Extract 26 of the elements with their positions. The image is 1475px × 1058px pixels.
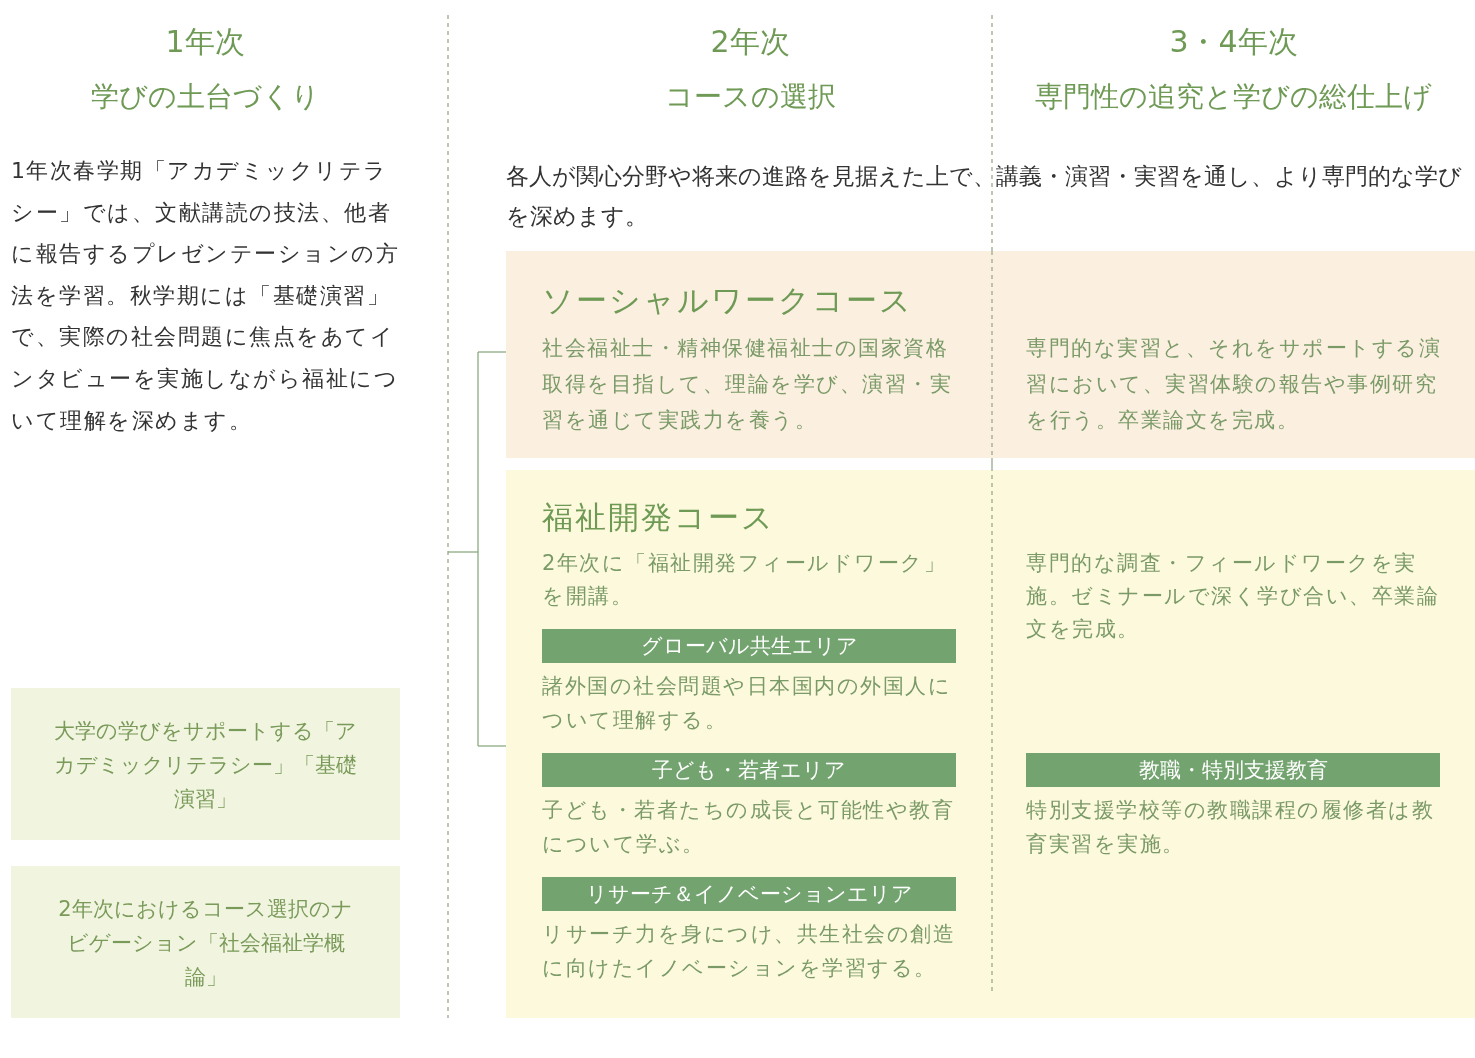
course-title: ソーシャルワークコース xyxy=(542,281,913,320)
course-description: 専門的な実習と、それをサポートする演習において、実習体験の報告や事例研究を行う。卒業論文を完成。 xyxy=(1026,335,1442,434)
subject-box: 大学の学びをサポートする「アカデミックリテラシー」「基礎演習」 xyxy=(11,688,400,840)
area-bar: リサーチ＆イノベーションエリア xyxy=(542,877,956,911)
column-year: 2年次 xyxy=(709,23,791,61)
area-description: リサーチ力を身につけ、共生社会の創造に向けたイノベーションを学習する。 xyxy=(542,921,956,982)
area-bar: 教職・特別支援教育 xyxy=(1026,753,1440,787)
area-bar: 子ども・若者エリア xyxy=(542,753,956,787)
area-bar: グローバル共生エリア xyxy=(542,629,956,663)
course-description: 社会福祉士・精神保健福祉士の国家資格取得を目指して、理論を学び、演習・実習を通じて実践力を養う。 xyxy=(542,335,953,434)
column-heading: 専門性の追究と学びの総仕上げ xyxy=(1034,79,1433,115)
description-text: 1年次春学期「アカデミックリテラシー」では、文献講読の技法、他者に報告するプレゼンテーションの方法を学習。秋学期には「基礎演習」で、実際の社会問題に焦点をあてインタビューを実施しながら福祉について理解を深めます。 xyxy=(11,157,400,435)
area-description: 特別支援学校等の教職課程の履修者は教育実習を実施。 xyxy=(1026,797,1435,858)
subject-box: 2年次におけるコース選択のナビゲーション「社会福祉学概論」 xyxy=(11,866,400,1018)
column-heading: コースの選択 xyxy=(663,79,837,115)
course-panel xyxy=(506,251,1475,458)
course-description: 専門的な調査・フィールドワークを実施。ゼミナールで深く学び合い、卒業論文を完成。 xyxy=(1026,550,1440,643)
course-title: 福祉開発コース xyxy=(542,498,775,537)
area-description: 諸外国の社会問題や日本国内の外国人について理解する。 xyxy=(542,673,952,734)
area-description: 子ども・若者たちの成長と可能性や教育について学ぶ。 xyxy=(542,797,955,858)
column-year: 3・4年次 xyxy=(1168,23,1299,61)
intro-text: 各人が関心分野や将来の進路を見据えた上で、講義・演習・実習を通し、より専門的な学びを深めます。 xyxy=(506,162,1463,231)
course-description: 2年次に「福祉開発フィールドワーク」を開講。 xyxy=(542,550,948,610)
column-year: 1年次 xyxy=(164,23,246,61)
course-panel xyxy=(506,470,1475,1018)
column-heading: 学びの土台づくり xyxy=(89,79,321,115)
